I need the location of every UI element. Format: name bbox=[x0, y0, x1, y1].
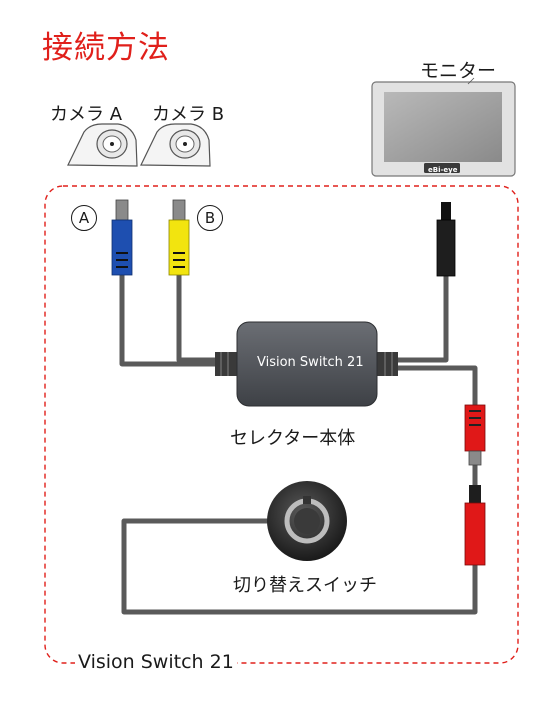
switch-connector-lower bbox=[464, 485, 486, 566]
switch-knob-icon bbox=[267, 481, 347, 561]
selector-box bbox=[215, 321, 398, 407]
connector-b-marker: B bbox=[197, 205, 223, 231]
gray-cables bbox=[119, 275, 478, 615]
camera-b-icon bbox=[140, 123, 211, 167]
switch-connector-upper bbox=[464, 404, 486, 466]
selector-box-text: Vision Switch 21 bbox=[257, 355, 364, 370]
monitor-icon bbox=[371, 77, 516, 177]
selector-label: セレクター本体 bbox=[230, 428, 356, 449]
switch-label: 切り替えスイッチ bbox=[233, 575, 377, 596]
monitor-output-plug bbox=[436, 202, 456, 277]
monitor-label: モニター bbox=[420, 60, 497, 82]
connector-a-plug bbox=[111, 199, 133, 276]
product-name: Vision Switch 21 bbox=[75, 651, 237, 673]
camera-b-label: カメラ B bbox=[152, 104, 225, 125]
camera-a-label: カメラ A bbox=[50, 104, 123, 125]
camera-a-icon bbox=[67, 123, 138, 167]
page-title: 接続方法 bbox=[42, 30, 170, 66]
monitor-brand: eBi-eye bbox=[428, 166, 458, 174]
product-boundary bbox=[44, 185, 519, 664]
connector-b-plug bbox=[168, 199, 190, 276]
connector-a-marker: A bbox=[71, 205, 97, 231]
